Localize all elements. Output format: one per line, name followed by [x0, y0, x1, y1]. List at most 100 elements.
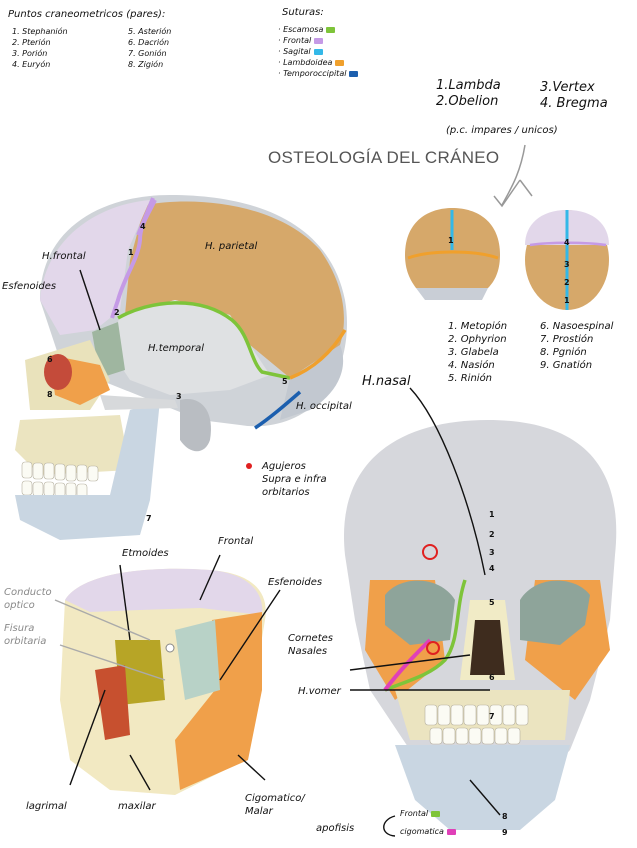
label-h-nasal: H.nasal	[362, 374, 411, 389]
point-number: 1	[448, 236, 454, 245]
point-number: 7	[489, 712, 495, 721]
point-number: 3	[176, 392, 182, 401]
point-number: 4	[564, 238, 570, 247]
point-number: 3	[489, 548, 495, 557]
sutura-item: · Sagital	[278, 46, 358, 57]
impares-note: (p.c. impares / unicos)	[446, 125, 558, 136]
facial-points-left: 1. Metopión 2. Ophyrion 3. Glabela 4. Na…	[448, 320, 507, 385]
label-conducto-optico: Conducto optico	[4, 586, 52, 612]
point-number: 3	[564, 260, 570, 269]
label-fisura-orbitaria: Fisura orbitaria	[4, 622, 46, 648]
label-orbit-esfenoides: Esfenoides	[268, 577, 323, 588]
frontal-skull	[343, 420, 617, 830]
green-swatch-icon	[431, 810, 441, 817]
label-cornetes: Cornetes Nasales	[288, 632, 333, 658]
fisura-line: Fisura	[4, 623, 35, 634]
navy-swatch-icon	[349, 70, 359, 77]
point-number: 8	[502, 812, 508, 821]
label-etmoides: Etmoides	[122, 548, 169, 559]
leader-lines	[54, 269, 501, 837]
label-esfenoides: Esfenoides	[2, 281, 57, 292]
point-number: 8	[47, 390, 53, 399]
facial-point-item: 2. Ophyrion	[448, 334, 507, 345]
facial-point-item: 7. Prostión	[540, 334, 594, 345]
point-number: 7	[146, 514, 152, 523]
facial-point-item: 3. Glabela	[448, 347, 499, 358]
agujeros-line: Supra e infra	[262, 474, 327, 485]
impar-item: 1.Lambda	[436, 78, 501, 93]
suturas-list: · Escamosa · Frontal · Sagital · Lambdoi…	[278, 24, 359, 79]
point-number: 4	[140, 222, 146, 231]
punto-item: 6. Dacrión	[128, 38, 170, 47]
conducto-line: Conducto	[4, 587, 52, 598]
point-number: 1	[564, 296, 570, 305]
blue-swatch-icon	[313, 48, 323, 55]
point-number: 5	[282, 377, 288, 386]
pink-swatch-icon	[446, 828, 456, 835]
label-h-occipital: H. occipital	[296, 401, 352, 412]
superior-skull	[525, 210, 609, 310]
point-number: 6	[489, 673, 495, 682]
red-dot-icon	[246, 463, 252, 469]
punto-item: 4. Euryón	[12, 60, 51, 69]
impar-item: 3.Vertex	[540, 80, 595, 95]
label-orbit-frontal: Frontal	[218, 536, 254, 547]
point-number: 1	[128, 248, 134, 257]
sutura-item: · Escamosa	[278, 24, 358, 35]
label-h-frontal: H.frontal	[42, 251, 86, 262]
facial-point-item: 4. Nasión	[448, 360, 495, 371]
label-cigomatico-malar: Cigomatico/ Malar	[245, 792, 305, 818]
label-apofisis-cigomatica: cigomatica	[400, 826, 456, 837]
point-number: 2	[564, 278, 570, 287]
green-swatch-icon	[326, 26, 336, 33]
purple-swatch-icon	[314, 37, 324, 44]
sutura-item: · Frontal	[278, 35, 358, 46]
sutura-item: · Lambdoidea	[278, 57, 358, 68]
facial-point-item: 9. Gnatión	[540, 360, 593, 371]
label-maxilar: maxilar	[118, 801, 156, 812]
conducto-line: optico	[4, 600, 35, 611]
impar-item: 4. Bregma	[540, 96, 608, 111]
page-title: OSTEOLOGÍA DEL CRÁNEO	[268, 148, 500, 167]
label-h-temporal: H.temporal	[148, 343, 204, 354]
facial-point-item: 1. Metopión	[448, 321, 508, 332]
label-apofisis-frontal: Frontal	[400, 808, 441, 819]
impares-col2: 3.Vertex 4. Bregma	[540, 80, 608, 112]
facial-point-item: 8. Pgnión	[540, 347, 587, 358]
facial-point-item: 5. Rinión	[448, 373, 493, 384]
label-h-vomer: H.vomer	[298, 686, 341, 697]
cornetes-line: Nasales	[288, 646, 328, 657]
point-number: 4	[489, 564, 495, 573]
punto-item: 1. Stephanión	[12, 27, 68, 36]
sutura-item: · Temporoccipital	[278, 68, 359, 79]
puntos-header: Puntos craneometricos (pares):	[8, 9, 166, 20]
impar-item: 2.Obelion	[436, 94, 499, 109]
label-apofisis: apofisis	[316, 823, 355, 834]
point-number: 5	[489, 598, 495, 607]
cigomatico-line: Malar	[245, 806, 273, 817]
cornetes-line: Cornetes	[288, 633, 333, 644]
suturas-header: Suturas:	[282, 7, 324, 18]
posterior-skull	[405, 208, 500, 300]
puntos-right-list: 5. Asterión 6. Dacrión 7. Gonión 8. Zigi…	[128, 26, 171, 70]
point-number: 2	[489, 530, 495, 539]
label-lagrimal: lagrimal	[26, 801, 67, 812]
punto-item: 7. Gonión	[128, 49, 167, 58]
facial-points-right: 6. Nasoespinal 7. Prostión 8. Pgnión 9. …	[540, 320, 613, 372]
label-h-parietal: H. parietal	[205, 241, 258, 252]
impares-col1: 1.Lambda 2.Obelion	[436, 78, 501, 110]
fisura-line: orbitaria	[4, 636, 47, 647]
punto-item: 2. Pterión	[12, 38, 51, 47]
point-number: 2	[114, 308, 120, 317]
punto-item: 5. Asterión	[128, 27, 172, 36]
punto-item: 8. Zigión	[128, 60, 164, 69]
point-number: 1	[489, 510, 495, 519]
agujeros-line: orbitarios	[262, 487, 310, 498]
puntos-left-list: 1. Stephanión 2. Pterión 3. Porión 4. Eu…	[12, 26, 68, 70]
point-number: 9	[502, 828, 508, 837]
punto-item: 3. Porión	[12, 49, 48, 58]
agujeros-note: Agujeros Supra e infra orbitarios	[262, 460, 327, 499]
cigomatico-line: Cigomatico/	[245, 793, 305, 804]
orbit-illustration	[60, 568, 266, 795]
